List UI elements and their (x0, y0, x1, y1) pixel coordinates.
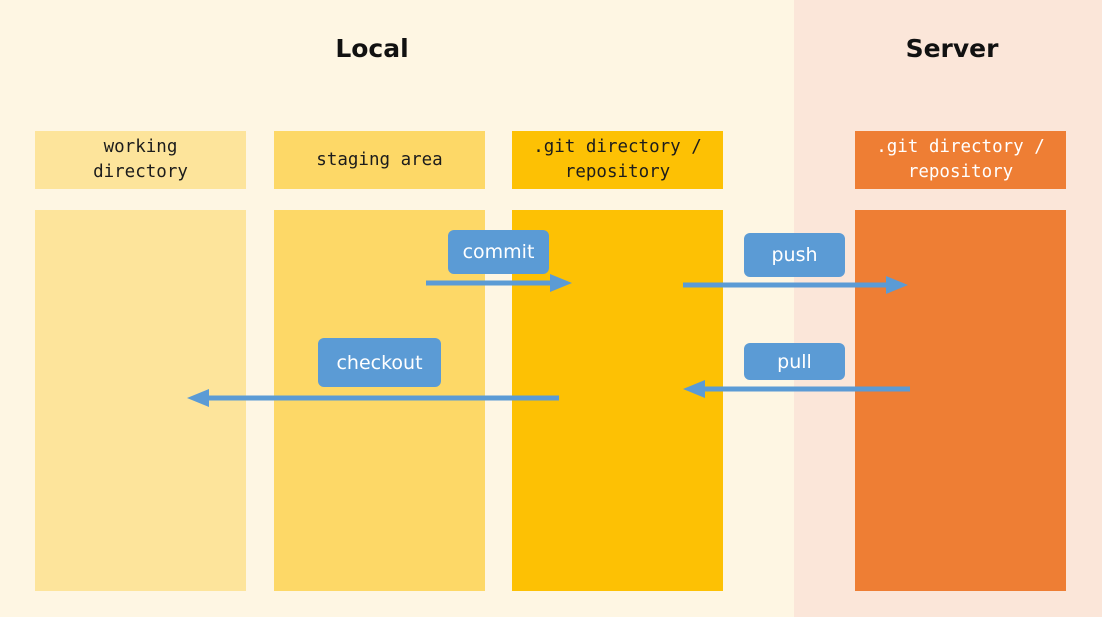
pull-button[interactable]: pull (744, 343, 845, 380)
server-title: Server (905, 34, 999, 63)
local-title: Local (335, 34, 409, 63)
server-repository-header: .git directory / repository (855, 131, 1066, 189)
staging-area-column (274, 210, 485, 591)
checkout-button[interactable]: checkout (318, 338, 441, 387)
local-repository-column (512, 210, 723, 591)
working-directory-column (35, 210, 246, 591)
push-button[interactable]: push (744, 233, 845, 277)
working-directory-header: working directory (35, 131, 246, 189)
local-repository-header: .git directory / repository (512, 131, 723, 189)
commit-button[interactable]: commit (448, 230, 549, 274)
server-repository-column (855, 210, 1066, 591)
staging-area-header: staging area (274, 131, 485, 189)
